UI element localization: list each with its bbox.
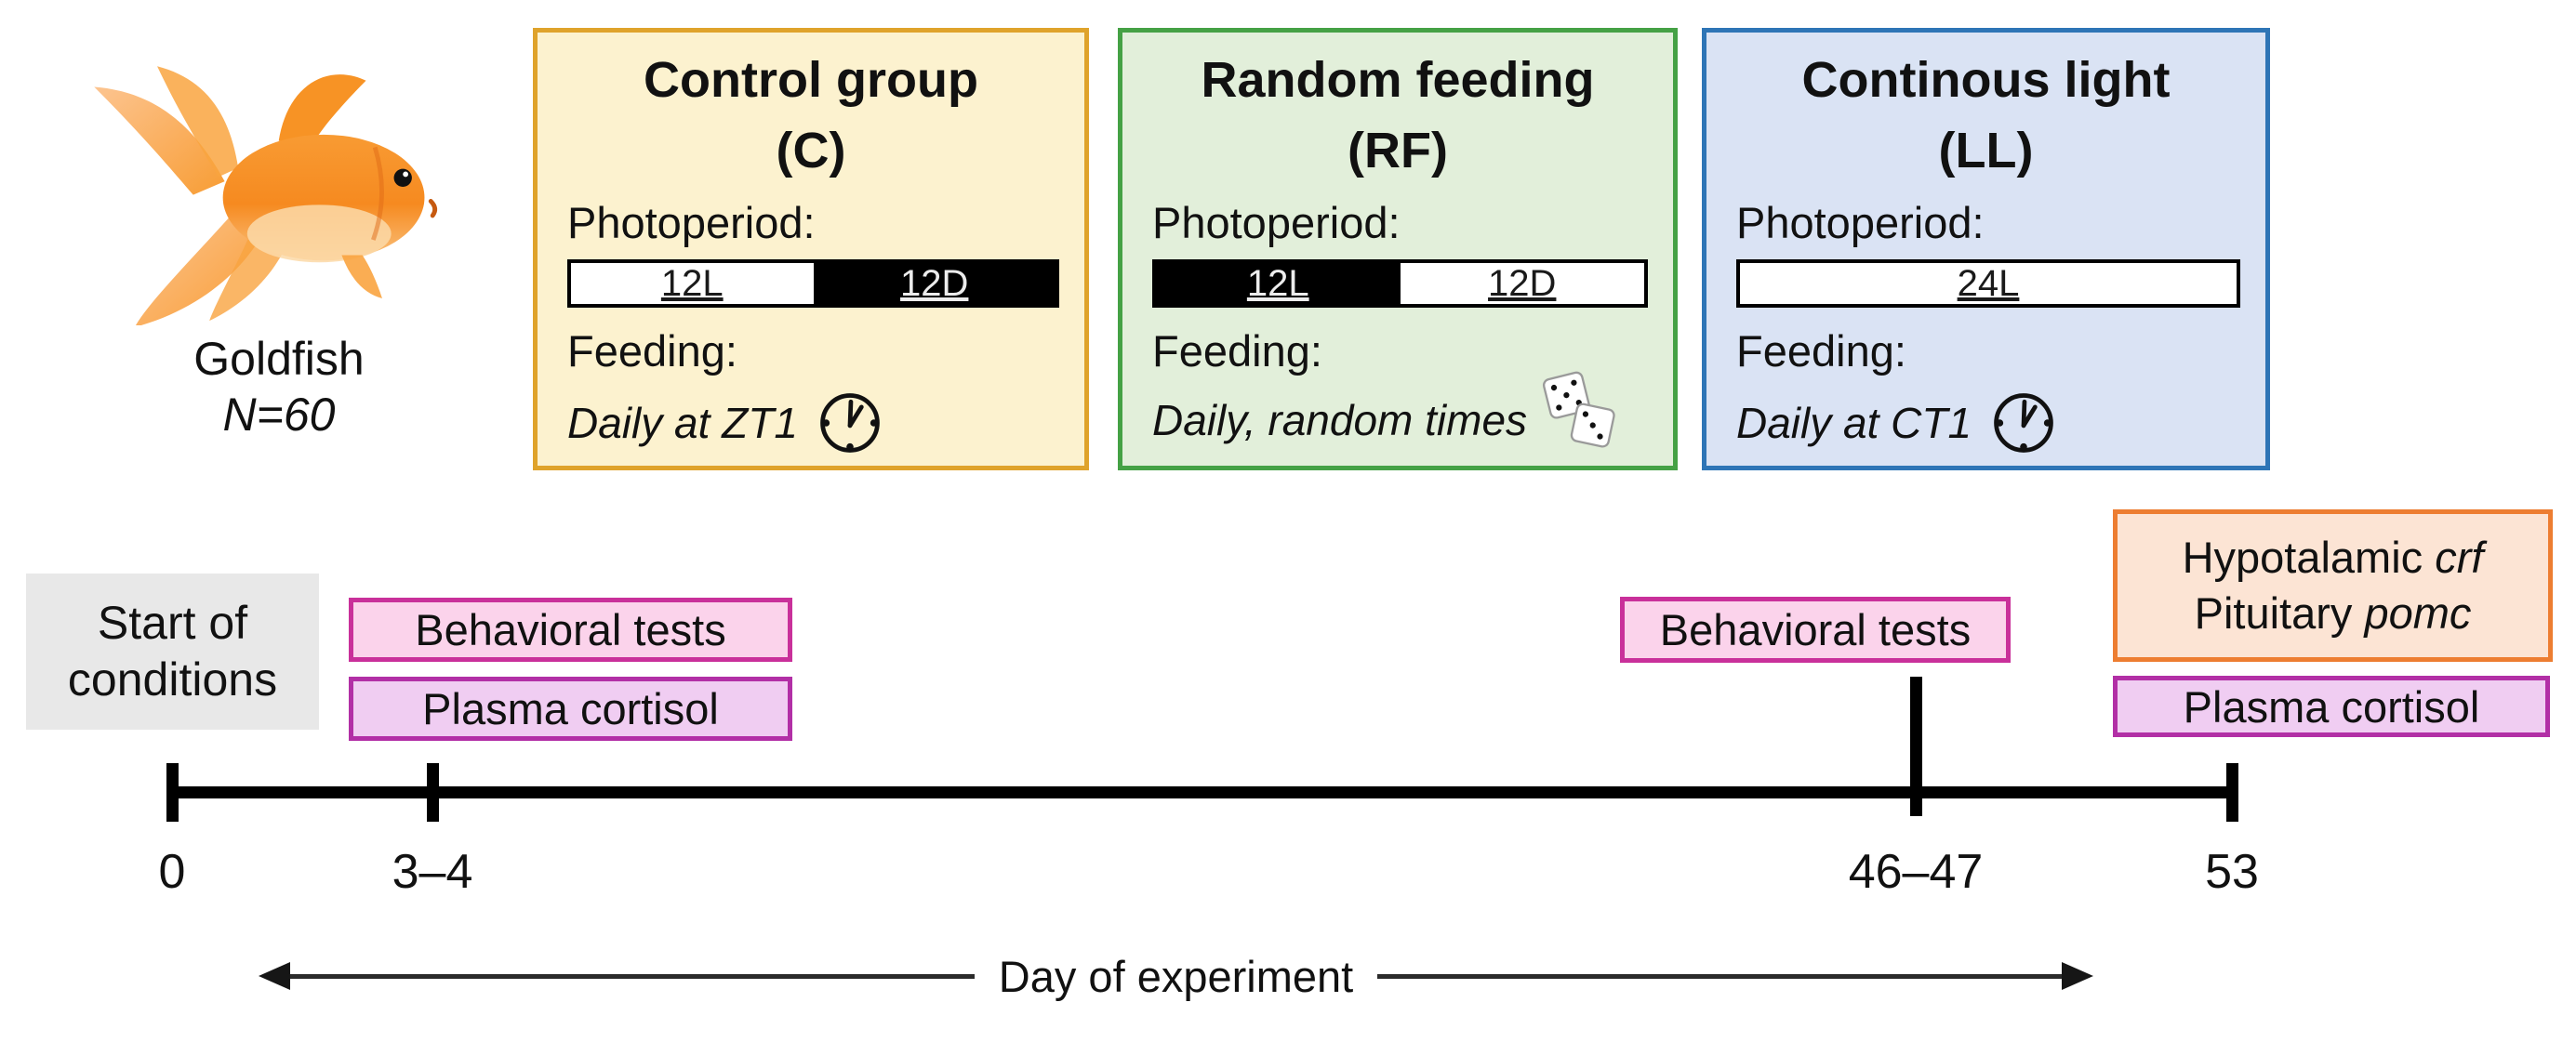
tick-day-0 — [166, 763, 179, 822]
photoperiod-segment-24L: 24L — [1740, 263, 2237, 304]
photoperiod-label: Photoperiod: — [567, 198, 816, 247]
tick-label-3-4: 3–4 — [392, 845, 473, 899]
feeding-label: Feeding: — [1736, 326, 1906, 376]
tick-day-3-4 — [427, 763, 439, 822]
photoperiod-segment-12D: 12D — [1400, 263, 1644, 304]
photoperiod-segment-12L: 12L — [571, 263, 814, 304]
group-abbr: (LL) — [1938, 123, 2034, 178]
sampling-line2-text: Pituitary — [2194, 588, 2365, 638]
feeding-text: Daily at ZT1 — [567, 399, 798, 447]
gene-pomc: pomc — [2364, 588, 2472, 638]
gene-sampling-box: Hypotalamic crf Pituitary pomc — [2113, 509, 2553, 662]
behavioral-tests-box-right: Behavioral tests — [1620, 597, 2011, 663]
start-line1: Start of — [97, 597, 248, 649]
group-abbr: (RF) — [1348, 123, 1448, 178]
gene-crf: crf — [2435, 533, 2484, 582]
group-box-continuous-light: Continous light (LL) Photoperiod: 24L Fe… — [1702, 28, 2270, 470]
plasma-cortisol-label: Plasma cortisol — [422, 684, 719, 733]
sampling-line2: Pituitary pomc — [2195, 586, 2472, 641]
plasma-cortisol-label: Plasma cortisol — [2183, 681, 2480, 732]
plasma-cortisol-box-right: Plasma cortisol — [2113, 676, 2550, 737]
tick-day-53 — [2226, 763, 2238, 822]
group-title: Control group — [644, 52, 978, 108]
sampling-line1: Hypotalamic crf — [2183, 530, 2484, 586]
feeding-detail: Daily at ZT1 — [567, 388, 1069, 458]
tick-label-0: 0 — [158, 845, 186, 899]
subject-sample-size: N=60 — [222, 389, 336, 441]
behavioral-tests-box-left: Behavioral tests — [349, 598, 792, 662]
feeding-detail: Daily at CT1 — [1736, 388, 2251, 458]
tick-label-46-47: 46–47 — [1848, 845, 1984, 899]
behavioral-tests-label: Behavioral tests — [415, 605, 726, 654]
photoperiod-segment-12L: 12L — [1156, 263, 1401, 304]
goldfish-image — [94, 66, 438, 325]
axis-label: Day of experiment — [998, 951, 1354, 1001]
plasma-cortisol-box-left: Plasma cortisol — [349, 677, 792, 741]
sampling-line1-text: Hypotalamic — [2182, 533, 2436, 582]
group-title: Random feeding — [1201, 52, 1595, 108]
arrowhead-right-icon — [2062, 962, 2093, 990]
group-box-control: Control group (C) Photoperiod: 12L 12D F… — [533, 28, 1089, 470]
tick-label-53: 53 — [2205, 845, 2259, 899]
dice-icon — [1543, 371, 1615, 448]
group-title: Continous light — [1801, 52, 2171, 108]
feeding-label: Feeding: — [567, 326, 737, 376]
photoperiod-segment-12D: 12D — [813, 263, 1056, 304]
feeding-detail: Daily, random times — [1152, 371, 1658, 453]
tick-day-46-47 — [1910, 677, 1922, 816]
group-box-random-feeding: Random feeding (RF) Photoperiod: 12L 12D… — [1118, 28, 1678, 470]
feeding-text: Daily at CT1 — [1736, 399, 1972, 447]
timeline-axis — [172, 786, 2238, 798]
day-of-experiment-arrow: Day of experiment — [259, 950, 2093, 1002]
clock-icon — [1994, 393, 2053, 453]
arrow-line-left — [290, 973, 975, 979]
feeding-text: Daily, random times — [1152, 396, 1528, 444]
photoperiod-bar: 12L 12D — [1152, 259, 1648, 308]
clock-icon — [820, 393, 880, 453]
feeding-label: Feeding: — [1152, 326, 1322, 376]
subject-name: Goldfish — [193, 333, 365, 385]
arrowhead-left-icon — [259, 962, 290, 990]
photoperiod-label: Photoperiod: — [1736, 198, 1985, 247]
arrow-line-right — [1377, 973, 2062, 979]
group-abbr: (C) — [776, 123, 846, 178]
photoperiod-bar: 24L — [1736, 259, 2240, 308]
subject-caption: Goldfish N=60 — [93, 331, 465, 442]
start-of-conditions-box: Start of conditions — [26, 574, 319, 730]
behavioral-tests-label: Behavioral tests — [1659, 605, 1972, 654]
photoperiod-bar: 12L 12D — [567, 259, 1059, 308]
photoperiod-label: Photoperiod: — [1152, 198, 1401, 247]
start-line2: conditions — [67, 653, 278, 706]
